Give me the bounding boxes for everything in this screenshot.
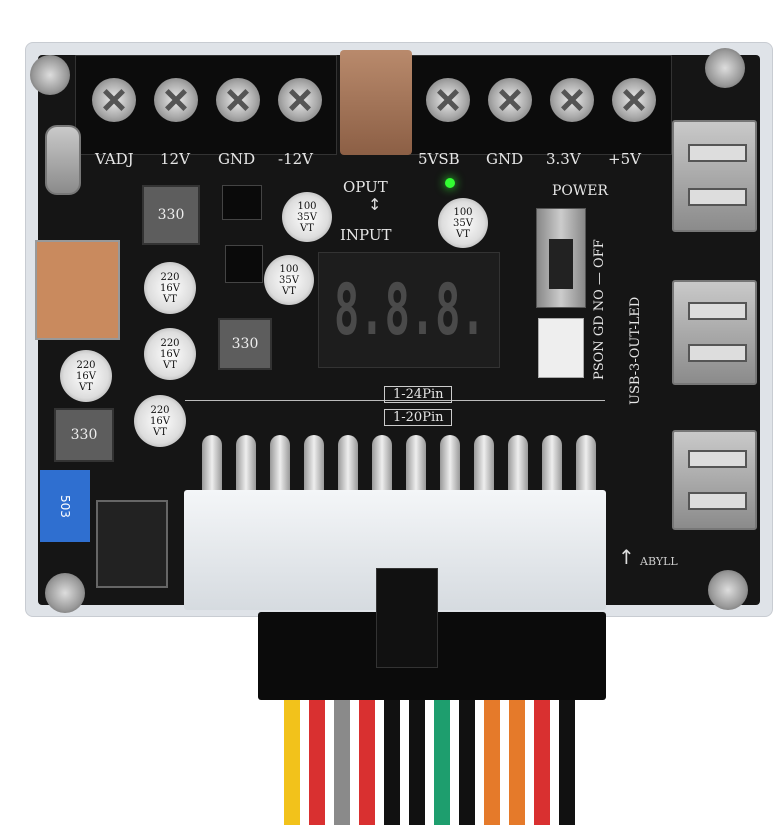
jst-connector: [538, 318, 584, 378]
wire: [384, 700, 400, 825]
terminal-screw[interactable]: [426, 78, 470, 122]
pin-guide-line: [185, 400, 605, 401]
header-pin: [338, 435, 358, 495]
inductor: 330: [142, 185, 200, 245]
terminal-label: -12V: [278, 150, 313, 168]
ic-chip: [222, 185, 262, 220]
terminal-screw[interactable]: [488, 78, 532, 122]
wire: [434, 700, 450, 825]
mount-screw: [45, 573, 85, 613]
terminal-label: GND: [218, 150, 256, 168]
terminal-screw[interactable]: [154, 78, 198, 122]
potentiometer[interactable]: 503: [40, 470, 90, 542]
wire: [459, 700, 475, 825]
header-pin: [270, 435, 290, 495]
header-pin: [236, 435, 256, 495]
terminal-label: GND: [486, 150, 524, 168]
seven-segment-display: [318, 252, 500, 368]
wire: [409, 700, 425, 825]
wire: [359, 700, 375, 825]
pin-label-20: 1-20Pin: [384, 409, 453, 426]
usb-a-port[interactable]: [672, 120, 757, 232]
usb-out-label: USB-3-OUT-LED: [628, 296, 643, 405]
inductor: 330: [54, 408, 114, 462]
power-switch[interactable]: [536, 208, 586, 308]
terminal-label: VADJ: [95, 150, 134, 168]
header-pin: [440, 435, 460, 495]
mount-screw: [705, 48, 745, 88]
header-pin: [508, 435, 528, 495]
header-pin: [406, 435, 426, 495]
atx-latch[interactable]: [376, 568, 438, 668]
arrow-updown-icon: ↕: [368, 195, 382, 214]
wire: [559, 700, 575, 825]
terminal-screw[interactable]: [216, 78, 260, 122]
power-led-icon: [445, 178, 455, 188]
terminal-label: 3.3V: [546, 150, 581, 168]
header-pin: [576, 435, 596, 495]
terminal-screw[interactable]: [92, 78, 136, 122]
wire: [484, 700, 500, 825]
wire: [284, 700, 300, 825]
direction-label-top: OPUT: [343, 178, 388, 196]
switch-label: PSON GD NO — OFF: [592, 239, 607, 380]
mount-screw: [708, 570, 748, 610]
arrow-up-icon: ↑: [618, 545, 635, 569]
header-pin: [372, 435, 392, 495]
pin-label-24: 1-24Pin: [384, 386, 453, 403]
usb-a-port[interactable]: [672, 280, 757, 385]
terminal-label: 5VSB: [418, 150, 460, 168]
wire: [534, 700, 550, 825]
ic-chip: [225, 245, 263, 283]
header-pin: [542, 435, 562, 495]
regulator: [96, 500, 168, 588]
terminal-label: +5V: [608, 150, 641, 168]
display-readout: 8.8.8.: [334, 269, 486, 351]
header-pin: [304, 435, 324, 495]
header-pin: [202, 435, 222, 495]
terminal-screw[interactable]: [550, 78, 594, 122]
wire: [309, 700, 325, 825]
wire: [334, 700, 350, 825]
usb-a-port[interactable]: [672, 430, 757, 530]
usb-c-port[interactable]: [45, 125, 81, 195]
power-label: POWER: [552, 183, 609, 199]
mount-screw: [30, 55, 70, 95]
inductor: 330: [218, 318, 272, 370]
header-pin: [474, 435, 494, 495]
direction-label-bottom: INPUT: [340, 226, 392, 244]
wire: [509, 700, 525, 825]
brand-label: ABYLL: [640, 555, 678, 568]
dc-barrel-jack[interactable]: [340, 50, 412, 155]
terminal-label: 12V: [160, 150, 190, 168]
terminal-screw[interactable]: [278, 78, 322, 122]
terminal-screw[interactable]: [612, 78, 656, 122]
usb-a-port-left[interactable]: [35, 240, 120, 340]
